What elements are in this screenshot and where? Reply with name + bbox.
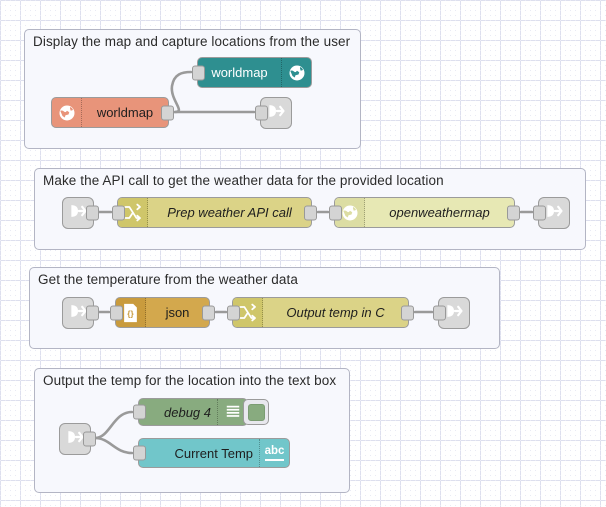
group-get-temp[interactable]: Get the temperature from the weather dat…: [29, 267, 500, 349]
change-icon: [118, 198, 148, 227]
group-label: Output the temp for the location into th…: [43, 373, 337, 388]
link-in-icon: [68, 301, 88, 326]
node-label: worldmap: [211, 65, 268, 80]
node-link-out-1[interactable]: [255, 97, 292, 129]
node-input-port[interactable]: [533, 205, 546, 221]
node-input-port[interactable]: [112, 205, 125, 220]
debug-lines-icon: [217, 399, 247, 425]
svg-text:{}: {}: [127, 309, 134, 318]
node-label: debug 4: [164, 404, 211, 420]
node-label: openweathermap: [389, 205, 490, 220]
node-output-port[interactable]: [507, 205, 520, 220]
node-current-temp[interactable]: Current Temp abc: [133, 438, 290, 468]
group-display-map[interactable]: Display the map and capture locations fr…: [24, 29, 361, 149]
node-link-in-2[interactable]: [62, 197, 99, 229]
debug-toggle-indicator: [247, 403, 265, 421]
node-output-port[interactable]: [83, 431, 96, 447]
node-label: Prep weather API call: [167, 205, 292, 220]
node-input-port[interactable]: [329, 205, 342, 220]
node-input-port[interactable]: [255, 105, 268, 121]
node-input-port[interactable]: [133, 445, 146, 461]
link-out-icon: [544, 201, 564, 226]
node-input-port[interactable]: [110, 305, 123, 320]
node-output-temp-in-c[interactable]: Output temp in C: [227, 297, 414, 328]
link-in-icon: [68, 201, 88, 226]
link-out-icon: [444, 301, 464, 326]
node-output-port[interactable]: [304, 205, 317, 220]
node-json[interactable]: {} json: [110, 297, 215, 328]
link-out-icon: [266, 101, 286, 126]
node-input-port[interactable]: [133, 404, 146, 420]
group-label: Display the map and capture locations fr…: [33, 34, 351, 49]
node-input-port[interactable]: [227, 305, 240, 320]
link-in-icon: [65, 427, 85, 452]
node-output-port[interactable]: [202, 305, 215, 320]
node-label: Current Temp: [174, 445, 253, 461]
node-worldmap-in[interactable]: worldmap: [51, 97, 174, 128]
node-label: json: [165, 305, 190, 320]
node-link-in-4[interactable]: [59, 423, 96, 455]
node-input-port[interactable]: [192, 65, 205, 80]
node-output-port[interactable]: [161, 105, 174, 120]
group-label: Get the temperature from the weather dat…: [38, 272, 298, 287]
abc-icon: abc: [259, 439, 289, 467]
node-link-out-3[interactable]: [433, 297, 470, 329]
node-openweathermap[interactable]: openweathermap: [329, 197, 520, 228]
node-worldmap-out[interactable]: worldmap: [192, 57, 312, 88]
globe-icon: [52, 98, 82, 127]
node-output-port[interactable]: [86, 205, 99, 221]
debug-toggle-button[interactable]: [243, 399, 269, 425]
node-output-port[interactable]: [401, 305, 414, 320]
node-debug-4[interactable]: debug 4: [133, 398, 269, 426]
node-output-port[interactable]: [86, 305, 99, 321]
node-label: worldmap: [96, 105, 154, 120]
globe-icon: [281, 58, 311, 87]
node-input-port[interactable]: [433, 305, 446, 321]
node-link-in-3[interactable]: [62, 297, 99, 329]
group-label: Make the API call to get the weather dat…: [43, 173, 444, 188]
node-link-out-2[interactable]: [533, 197, 570, 229]
node-label: Output temp in C: [286, 305, 385, 320]
node-prep-weather-api-call[interactable]: Prep weather API call: [112, 197, 317, 228]
